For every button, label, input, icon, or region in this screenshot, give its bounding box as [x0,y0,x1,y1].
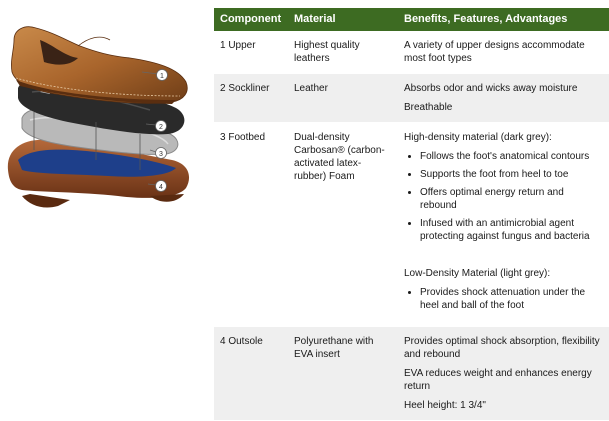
list-item: Follows the foot's anatomical contours [420,150,603,163]
cell-material: Highest quality leathers [288,31,398,74]
table-row-sockliner: 2 Sockliner Leather Absorbs odor and wic… [214,73,609,123]
guide-lines [33,112,141,170]
benefit-subheading: High-density material (dark grey): [404,132,552,143]
list-item: Offers optimal energy return and rebound [420,186,603,212]
cell-material: Dual-density Carbosan® (carbon-activated… [288,122,398,327]
callout-1: 1 [141,69,168,81]
list-item: Infused with an antimicrobial agent prot… [420,217,603,243]
callout-4-label: 4 [159,184,163,191]
outsole-layer [7,139,190,208]
benefit-text: Breathable [404,102,453,113]
cell-material: Polyurethane with EVA insert [288,326,398,421]
shoe-exploded-diagram: 1 2 3 4 [7,26,190,208]
component-table: Component Material Benefits, Features, A… [214,8,609,421]
cell-component: 4 Outsole [214,326,288,421]
list-item: Supports the foot from heel to toe [420,168,603,181]
cell-component: 1 Upper [214,31,288,74]
header-benefits: Benefits, Features, Advantages [398,8,609,31]
table-row-outsole: 4 Outsole Polyurethane with EVA insert P… [214,326,609,421]
low-density-list: Provides shock attenuation under the hee… [404,286,603,312]
cell-benefits: High-density material (dark grey): Follo… [398,122,609,327]
header-component: Component [214,8,288,31]
table-header-row: Component Material Benefits, Features, A… [214,8,609,31]
benefit-text: EVA reduces weight and enhances energy r… [404,368,592,392]
upper-layer [11,26,188,104]
cell-benefits: A variety of upper designs accommodate m… [398,31,609,74]
list-item: Provides shock attenuation under the hee… [420,286,603,312]
cell-benefits: Provides optimal shock absorption, flexi… [398,326,609,421]
benefit-text: Provides optimal shock absorption, flexi… [404,336,600,360]
callout-3-label: 3 [159,151,163,158]
callout-1-label: 1 [160,73,164,80]
header-material: Material [288,8,398,31]
cell-material: Leather [288,73,398,123]
table-row-footbed: 3 Footbed Dual-density Carbosan® (carbon… [214,122,609,327]
callout-4: 4 [147,180,167,192]
cell-component: 3 Footbed [214,122,288,327]
callout-3: 3 [149,147,167,159]
high-density-list: Follows the foot's anatomical contours S… [404,150,603,243]
callout-2: 2 [145,120,167,132]
spacer [404,249,603,267]
table-row-upper: 1 Upper Highest quality leathers A varie… [214,31,609,74]
benefit-text: A variety of upper designs accommodate m… [404,40,585,64]
benefit-subheading: Low-Density Material (light grey): [404,268,551,279]
callout-2-label: 2 [159,124,163,131]
cell-benefits: Absorbs odor and wicks away moisture Bre… [398,73,609,123]
benefit-text: Heel height: 1 3/4" [404,400,486,411]
cell-component: 2 Sockliner [214,73,288,123]
benefit-text: Absorbs odor and wicks away moisture [404,83,578,94]
